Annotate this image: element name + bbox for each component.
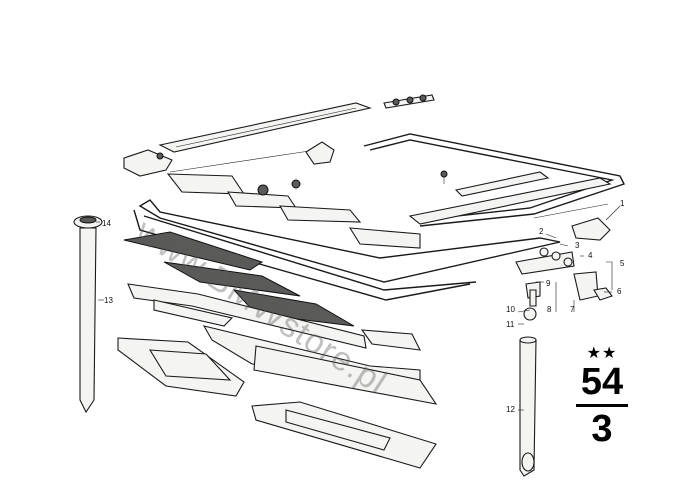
front-bracket-left bbox=[123, 149, 173, 177]
group-number: ★★ 54 3 bbox=[572, 346, 632, 462]
callout-9: 9 bbox=[546, 279, 551, 288]
group-divider bbox=[576, 404, 628, 407]
slider-plates bbox=[166, 173, 421, 249]
callout-7: 7 bbox=[570, 305, 575, 314]
screw-center bbox=[440, 170, 448, 184]
callout-1: 1 bbox=[620, 199, 625, 208]
guide-rail-left bbox=[158, 102, 372, 153]
callout-12: 12 bbox=[506, 405, 515, 414]
callout-13: 13 bbox=[104, 296, 113, 305]
group-main-number: 54 bbox=[580, 361, 624, 403]
callout-4: 4 bbox=[588, 251, 593, 260]
callout-labels: 1 2 3 4 5 6 7 8 9 10 11 12 13 14 bbox=[102, 199, 625, 414]
lining-panels bbox=[117, 283, 438, 469]
callout-2: 2 bbox=[539, 227, 544, 236]
callout-5: 5 bbox=[620, 259, 625, 268]
callout-6: 6 bbox=[617, 287, 622, 296]
guide-rail-right bbox=[408, 171, 612, 225]
seal-frame bbox=[133, 199, 561, 301]
rear-frame bbox=[363, 133, 625, 227]
small-parts bbox=[515, 217, 613, 321]
group-sub-number: 3 bbox=[591, 408, 613, 450]
callout-3: 3 bbox=[575, 241, 580, 250]
rod-13 bbox=[73, 215, 103, 414]
star-icon: ★★ bbox=[586, 345, 618, 362]
callout-10: 10 bbox=[506, 305, 515, 314]
cable-drive bbox=[169, 141, 335, 173]
callout-14: 14 bbox=[102, 219, 111, 228]
callout-8: 8 bbox=[547, 305, 552, 314]
callout-leaders bbox=[96, 205, 621, 411]
felt-strips bbox=[123, 231, 355, 327]
tube-12 bbox=[519, 336, 537, 477]
drive-rod bbox=[383, 94, 435, 109]
callout-11: 11 bbox=[506, 320, 515, 329]
